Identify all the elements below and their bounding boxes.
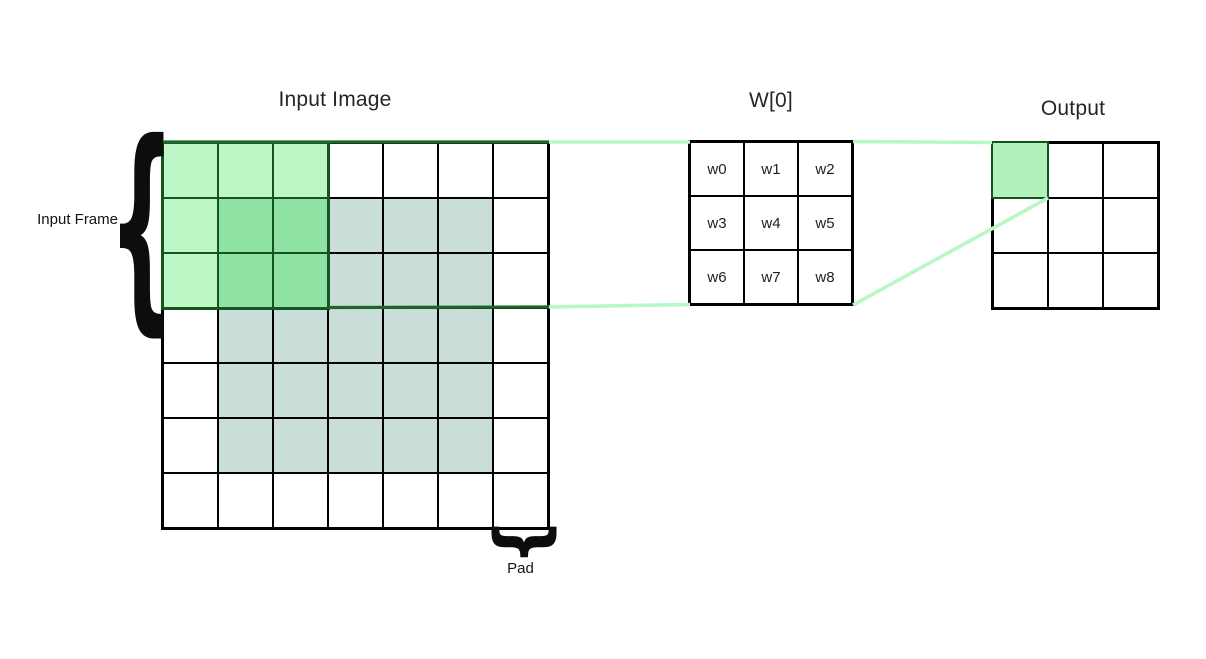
- output-cell: [1103, 253, 1158, 308]
- input-cell-image: [218, 363, 273, 418]
- input-cell-pad: [493, 143, 548, 198]
- input-cell-image: [383, 198, 438, 253]
- input-cell-image: [438, 363, 493, 418]
- input-cell-pad: [163, 473, 218, 528]
- input-cell-pad: [273, 473, 328, 528]
- output-cell: [1103, 143, 1158, 198]
- input-cell-image: [328, 198, 383, 253]
- input-cell-pad: [493, 308, 548, 363]
- input-cell-image: [273, 363, 328, 418]
- kernel-cell-w7: w7: [744, 250, 798, 304]
- input-cell-pad: [383, 473, 438, 528]
- input-cell-pad: [163, 363, 218, 418]
- connector-kernel-to-output-top: [852, 139, 993, 145]
- kernel-cell-w8: w8: [798, 250, 852, 304]
- conv-window-cell: [218, 253, 273, 308]
- conv-window-cell: [163, 253, 218, 308]
- conv-window-cell: [218, 198, 273, 253]
- output-title: Output: [1040, 97, 1106, 120]
- input-image-grid: [161, 141, 550, 530]
- output-cell: [1103, 198, 1158, 253]
- input-cell-image: [438, 418, 493, 473]
- output-cell: [993, 253, 1048, 308]
- kernel-cell-w3: w3: [690, 196, 744, 250]
- input-cell-image: [328, 363, 383, 418]
- conv-window-cell: [163, 198, 218, 253]
- input-frame-label: Input Frame: [37, 211, 118, 228]
- input-cell-pad: [438, 473, 493, 528]
- input-cell-pad: [493, 198, 548, 253]
- input-cell-image: [273, 418, 328, 473]
- kernel-cell-w5: w5: [798, 196, 852, 250]
- input-cell-pad: [493, 418, 548, 473]
- output-cell: [1048, 198, 1103, 253]
- input-cell-pad: [163, 418, 218, 473]
- input-cell-image: [328, 308, 383, 363]
- input-cell-image: [383, 363, 438, 418]
- input-cell-image: [438, 198, 493, 253]
- conv-window-cell: [273, 143, 328, 198]
- input-cell-pad: [328, 473, 383, 528]
- input-cell-pad: [328, 143, 383, 198]
- pad-label: Pad: [507, 560, 534, 577]
- kernel-cell-w1: w1: [744, 142, 798, 196]
- input-cell-image: [438, 308, 493, 363]
- output-cell: [1048, 253, 1103, 308]
- input-cell-pad: [493, 473, 548, 528]
- input-cell-image: [383, 253, 438, 308]
- conv-window-cell: [218, 143, 273, 198]
- connector-input-to-kernel-bottom: [548, 302, 691, 309]
- input-cell-pad: [493, 253, 548, 308]
- conv-window-cell: [273, 253, 328, 308]
- output-highlighted-cell: [991, 141, 1049, 199]
- input-cell-pad: [493, 363, 548, 418]
- kernel-cell-w0: w0: [690, 142, 744, 196]
- kernel-cell-w6: w6: [690, 250, 744, 304]
- conv-window-cell: [273, 198, 328, 253]
- output-cell: [1048, 143, 1103, 198]
- kernel-title: W[0]: [749, 89, 793, 112]
- input-cell-pad: [383, 143, 438, 198]
- input-cell-image: [218, 418, 273, 473]
- kernel-cell-w4: w4: [744, 196, 798, 250]
- conv-window-overlay: [161, 141, 330, 310]
- pad-brace-icon: {: [479, 517, 562, 566]
- input-cell-image: [383, 308, 438, 363]
- input-cell-pad: [438, 143, 493, 198]
- input-cell-pad: [218, 473, 273, 528]
- input-cell-image: [438, 253, 493, 308]
- input-cell-image: [218, 308, 273, 363]
- input-frame-brace-icon: {: [108, 94, 176, 355]
- input-cell-image: [273, 308, 328, 363]
- input-cell-image: [383, 418, 438, 473]
- input-image-title: Input Image: [278, 88, 392, 111]
- kernel-cell-w2: w2: [798, 142, 852, 196]
- input-cell-image: [328, 253, 383, 308]
- input-cell-image: [328, 418, 383, 473]
- output-cell: [993, 198, 1048, 253]
